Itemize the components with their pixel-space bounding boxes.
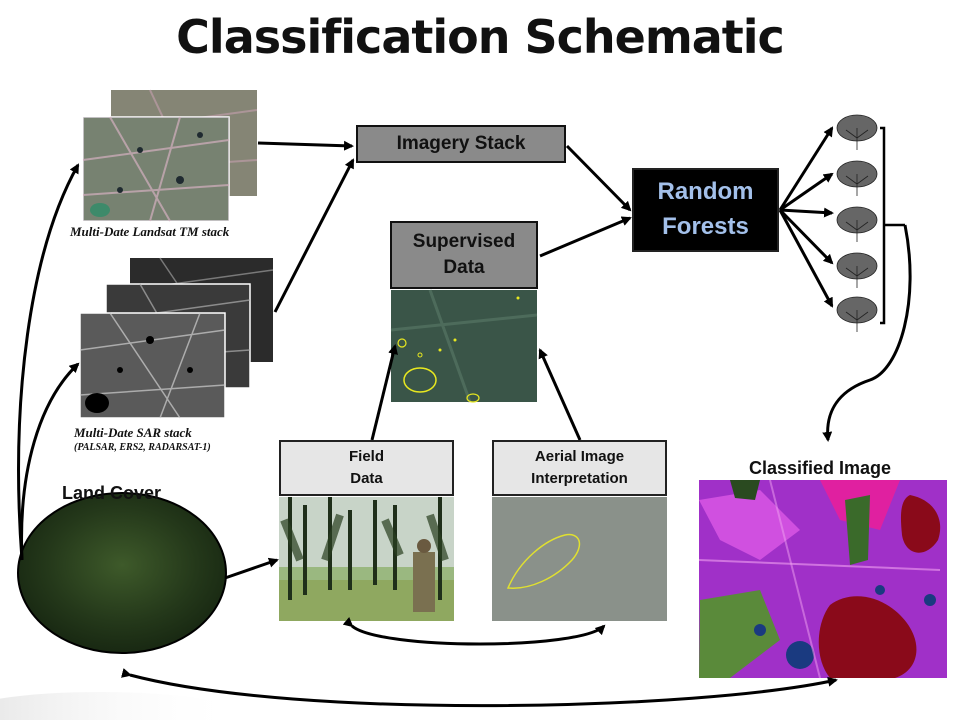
tree-icons: [836, 114, 878, 332]
land-cover-image: [17, 492, 227, 654]
arrow-rf-to-tree: [778, 126, 834, 211]
aerial-image: [492, 497, 667, 621]
arrow-landcover-classified: [120, 668, 838, 708]
arrow-landcover-to-field: [224, 557, 279, 580]
arrow-supervised-to-rf: [539, 216, 632, 258]
arrow-landcover-to-sar: [20, 362, 80, 561]
classified-image-label: Classified Image: [749, 458, 892, 478]
supervised-data-line2: Data: [443, 257, 485, 278]
shadow-decoration: [0, 692, 240, 720]
arrow-sar-to-stack: [273, 158, 355, 313]
sar-caption: Multi-Date SAR stack: [74, 425, 192, 440]
aerial-interpretation-box: Aerial Image Interpretation: [492, 440, 667, 496]
tree-icon: [836, 160, 878, 196]
arrow-rf-to-tree: [779, 207, 834, 218]
arrow-aerial-to-supervised: [538, 348, 582, 441]
aerial-line2: Interpretation: [531, 470, 628, 487]
sar-stack-image: [79, 257, 274, 419]
arrow-rf-to-tree: [779, 172, 834, 212]
imagery-stack-label: Imagery Stack: [396, 133, 526, 154]
sar-subcaption: (PALSAR, ERS2, RADARSAT-1): [74, 442, 211, 453]
supervised-data-line1: Supervised: [412, 231, 516, 253]
arrow-trees-to-classified: [822, 224, 912, 442]
arrow-rf-to-tree: [778, 209, 834, 308]
imagery-stack-box: Imagery Stack: [356, 125, 566, 163]
arrows: [17, 126, 912, 708]
classified-image: [698, 479, 947, 679]
field-data-box: Field Data: [279, 440, 454, 496]
supervised-data-image: [390, 289, 538, 403]
field-data-line2: Data: [350, 470, 383, 487]
page-title: Classification Schematic: [176, 10, 785, 64]
tree-icon: [836, 252, 878, 288]
field-data-photo: [279, 497, 454, 621]
arrow-field-aerial: [342, 617, 606, 646]
supervised-data-box: Supervised Data: [390, 221, 538, 289]
field-data-line1: Field: [348, 447, 384, 465]
arrow-rf-to-tree: [778, 208, 834, 265]
random-forests-line2: Forests: [662, 213, 749, 240]
arrow-landcover-to-landsat: [17, 163, 80, 561]
arrow-field-to-supervised: [370, 344, 398, 441]
landsat-caption: Multi-Date Landsat TM stack: [70, 224, 230, 239]
arrow-stack-to-rf: [565, 144, 632, 212]
tree-icon: [836, 114, 878, 150]
land-cover-label: Land Cover: [62, 483, 162, 503]
aerial-line1: Aerial Image: [534, 447, 625, 465]
tree-icon: [836, 296, 878, 332]
landsat-stack-image: [82, 89, 258, 222]
random-forests-line1: Random: [657, 178, 754, 206]
random-forests-box: Random Forests: [632, 168, 779, 252]
arrow-landsat-to-stack: [257, 140, 354, 151]
tree-brace: [880, 126, 905, 325]
tree-icon: [836, 206, 878, 242]
